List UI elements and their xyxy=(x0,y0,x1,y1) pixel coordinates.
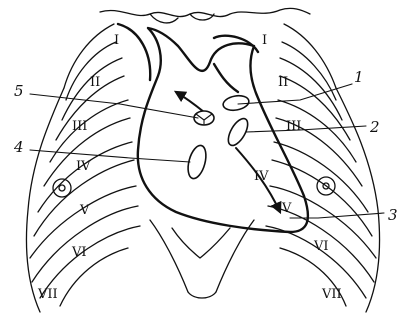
rib-label-right-2: II xyxy=(278,75,288,90)
callout-2: 2 xyxy=(369,118,380,136)
rib-label-left-3: III xyxy=(72,119,87,134)
heart-projection-outline xyxy=(118,24,308,232)
sternum-outline xyxy=(150,220,254,298)
rib-label-left-6: VI xyxy=(71,245,87,260)
rib-label-right-7: VII xyxy=(321,287,342,302)
callout-4: 4 xyxy=(13,138,24,156)
rib-label-right-3: III xyxy=(286,119,301,134)
rib-label-right-1: I xyxy=(262,33,267,48)
rib-label-right-4: IV xyxy=(254,169,269,184)
rib-label-left-5: V xyxy=(79,203,90,218)
rib-label-left-4: IV xyxy=(76,159,91,174)
rib-label-left-1: I xyxy=(114,33,119,48)
rib-label-right-6: VI xyxy=(313,239,329,254)
clavicle-outline xyxy=(100,8,310,23)
rib-label-left-2: II xyxy=(90,75,100,90)
callout-3: 3 xyxy=(388,206,398,224)
rib-label-left-7: VII xyxy=(37,287,58,302)
callout-1: 1 xyxy=(354,68,364,86)
rib-label-right-5: V xyxy=(281,201,292,216)
callout-5: 5 xyxy=(14,82,24,100)
